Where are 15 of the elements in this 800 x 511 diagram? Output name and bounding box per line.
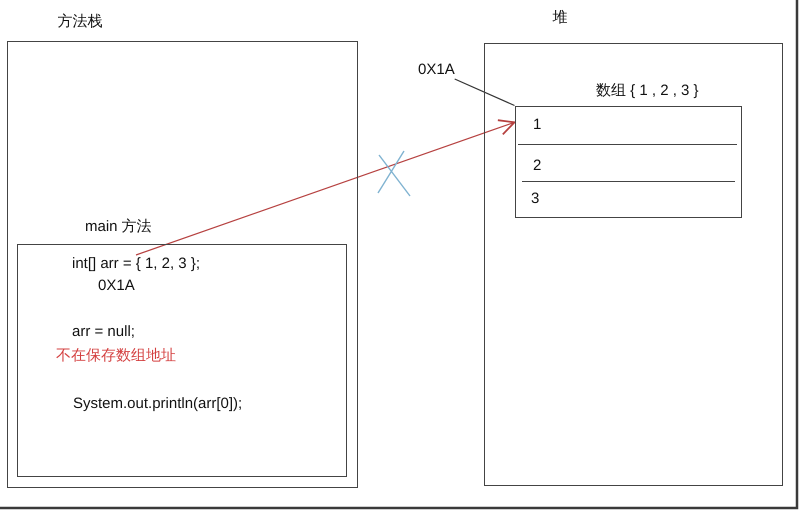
box-heading: 数组 { 1 , 2 , 3 } [596,82,699,100]
box-heading: 方法栈 [58,12,102,30]
code-line: arr = null; [72,323,135,341]
array-cell: 2 [522,145,735,182]
leader-line [454,78,515,106]
box-heading: main 方法 [85,218,152,236]
note-text: 不在保存数组地址 [56,347,176,365]
address-label: 0X1A [98,277,135,295]
box-heading: 堆 [552,8,568,26]
array-cell: 3 [515,182,739,215]
address-label: 0X1A [418,61,455,79]
arrow [136,119,516,256]
code-line: System.out.println(arr[0]); [73,395,242,413]
array-cell: 1 [518,106,737,145]
code-line: int[] arr = { 1, 2, 3 }; [72,255,200,273]
